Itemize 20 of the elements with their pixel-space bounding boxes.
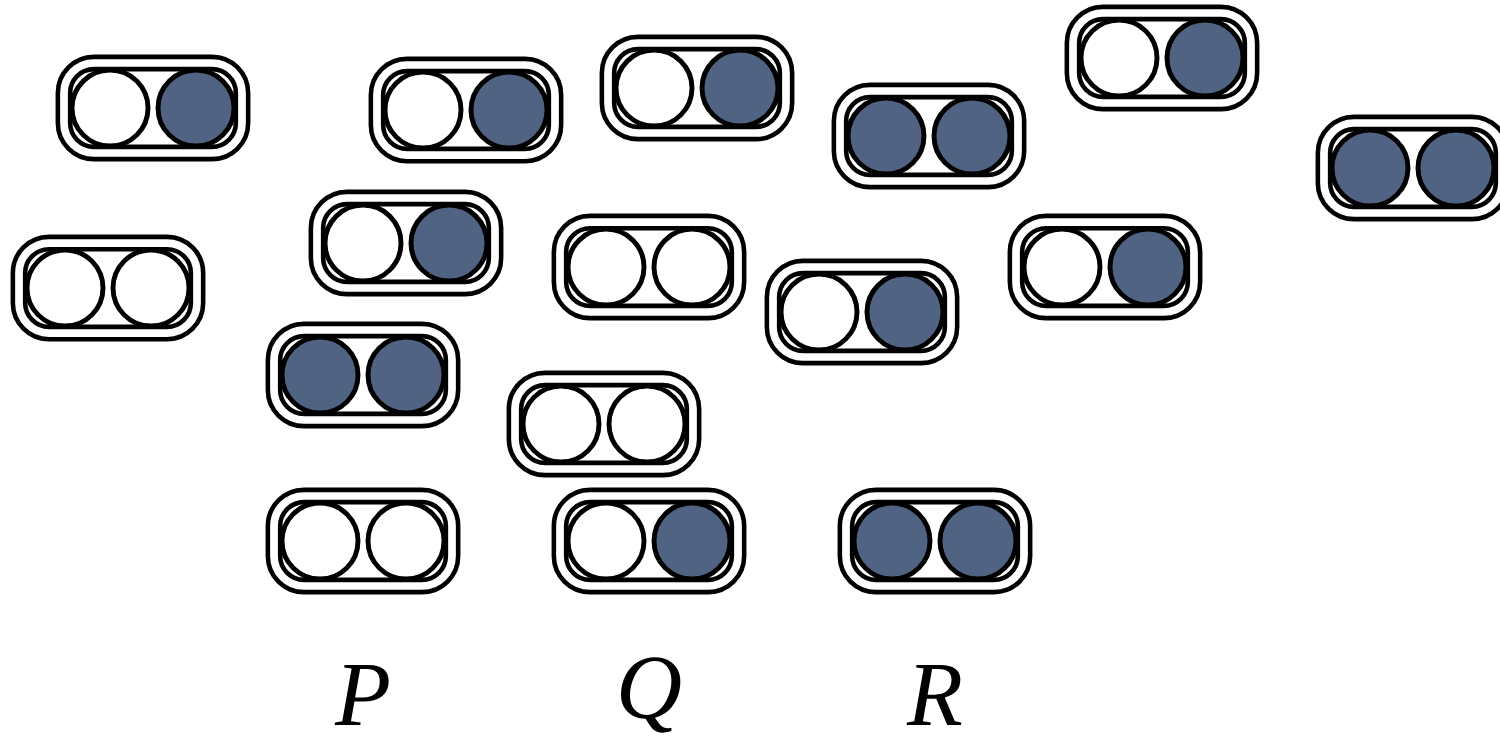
capsule: [1007, 213, 1203, 321]
capsule: [265, 321, 461, 429]
capsule: [10, 234, 206, 342]
capsule: [1064, 4, 1260, 112]
capsule: [551, 487, 747, 595]
group-label: R: [906, 665, 962, 725]
capsule: [308, 189, 504, 297]
group-label: Q: [621, 657, 681, 733]
capsule: [764, 258, 960, 366]
group-label: P: [334, 665, 389, 725]
capsule: [599, 34, 795, 142]
capsule: [368, 56, 564, 164]
capsule: [506, 370, 702, 478]
capsule: [1315, 114, 1500, 222]
capsule: [837, 487, 1033, 595]
capsule: [831, 82, 1027, 190]
capsule: [551, 213, 747, 321]
capsule: [265, 487, 461, 595]
capsule: [55, 54, 251, 162]
dot: [1415, 127, 1497, 209]
